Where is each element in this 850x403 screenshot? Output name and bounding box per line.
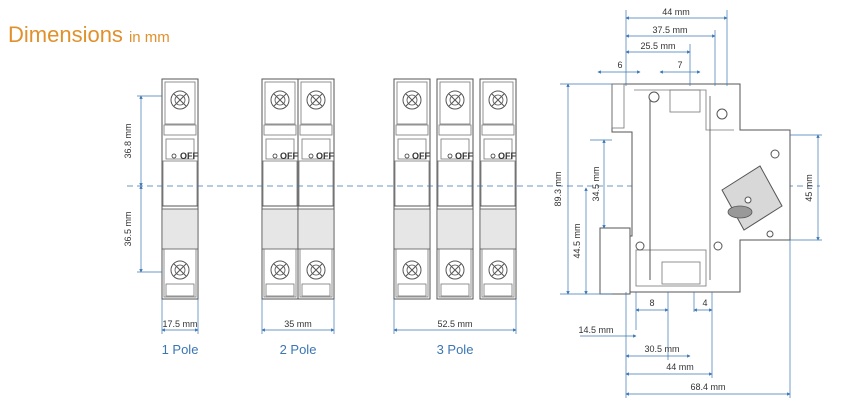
side-top-7: 7 <box>677 60 682 70</box>
pole1-lower-dim: 36.5 mm <box>123 211 133 246</box>
off-label: OFF <box>180 151 198 161</box>
pole3-width-dim: 52.5 mm <box>437 319 472 329</box>
dimensions-title: Dimensions in mm <box>8 22 170 48</box>
pole3-caption: 3 Pole <box>437 342 474 357</box>
side-top-44: 44 mm <box>662 7 690 17</box>
side-bottom-8: 8 <box>649 298 654 308</box>
title-main: Dimensions <box>8 22 123 47</box>
pole1-upper-dim: 36.8 mm <box>123 123 133 158</box>
pole2-caption: 2 Pole <box>280 342 317 357</box>
side-bottom-44: 44 mm <box>666 362 694 372</box>
off-label: OFF <box>455 151 473 161</box>
pole-1-view: OFF 36.8 mm 36.5 mm 17.5 mm 1 Pole <box>123 78 199 357</box>
side-left-893: 89.3 mm <box>553 171 563 206</box>
off-label: OFF <box>498 151 516 161</box>
side-left-445: 44.5 mm <box>572 223 582 258</box>
side-right-45: 45 mm <box>804 174 814 202</box>
off-label: OFF <box>316 151 334 161</box>
title-unit: in mm <box>128 29 170 46</box>
pole1-width-dim: 17.5 mm <box>162 319 197 329</box>
pole-2-view: OFF OFF 35 mm 2 Pole <box>261 78 335 357</box>
side-bottom-684: 68.4 mm <box>690 382 725 392</box>
side-top-6: 6 <box>617 60 622 70</box>
pole-3-view: OFF OFF OFF 52.5 mm 3 Pole <box>393 78 517 357</box>
side-top-255: 25.5 mm <box>640 41 675 51</box>
off-label: OFF <box>412 151 430 161</box>
side-left-345: 34.5 mm <box>591 166 601 201</box>
off-label: OFF <box>280 151 298 161</box>
side-bottom-305: 30.5 mm <box>644 344 679 354</box>
side-bottom-145: 14.5 mm <box>578 325 613 335</box>
pole2-width-dim: 35 mm <box>284 319 312 329</box>
side-view: 44 mm 37.5 mm 25.5 mm 6 7 89.3 mm 34.5 m… <box>553 7 822 398</box>
side-top-375: 37.5 mm <box>652 25 687 35</box>
side-bottom-4: 4 <box>702 298 707 308</box>
pole1-caption: 1 Pole <box>162 342 199 357</box>
